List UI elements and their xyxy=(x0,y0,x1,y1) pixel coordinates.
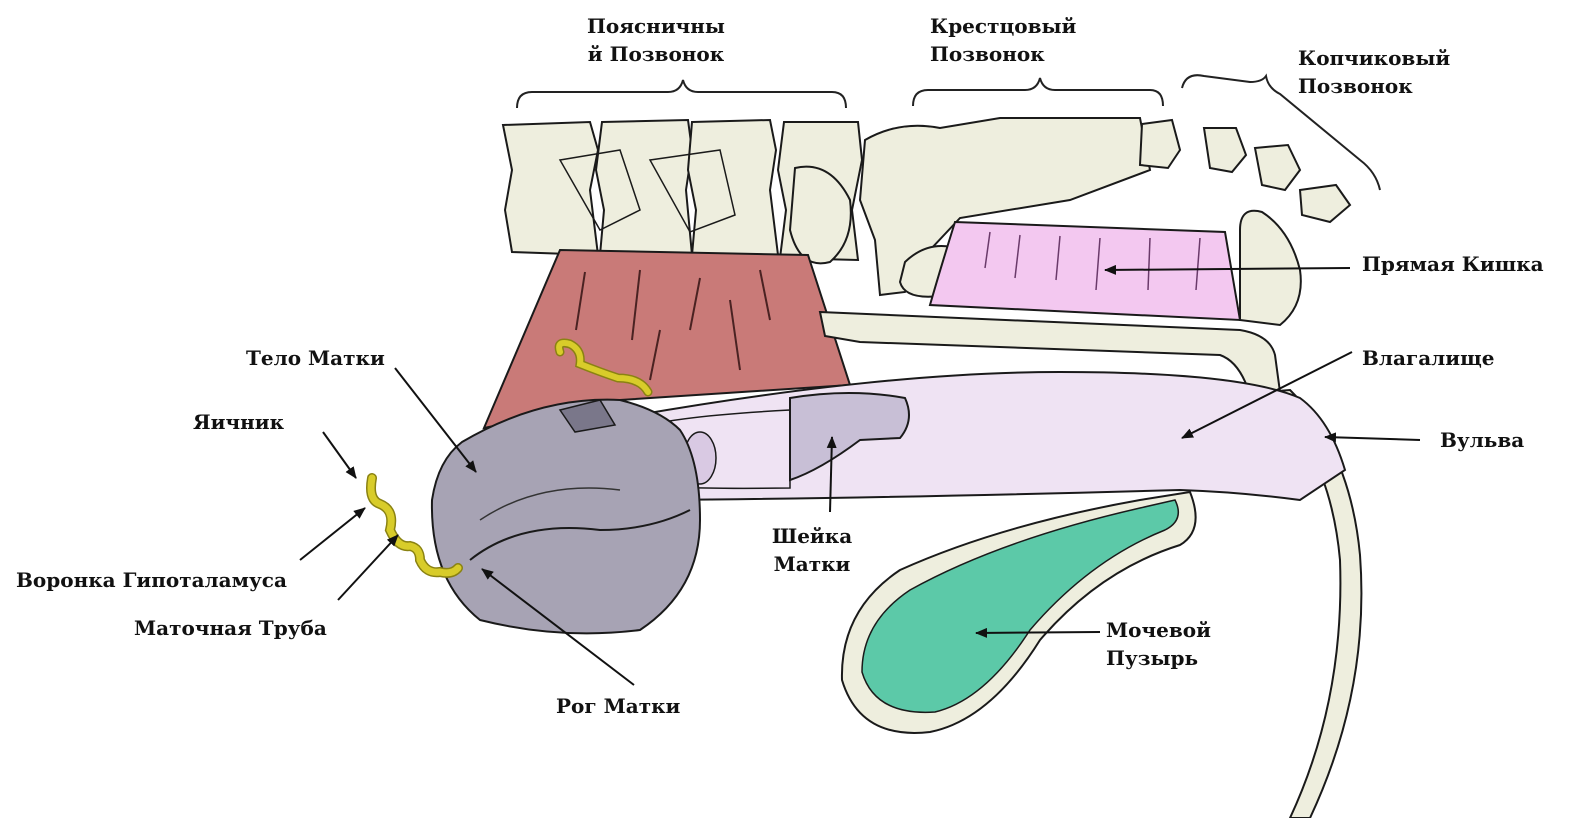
sacral-bracket xyxy=(913,78,1163,106)
vulva-label: Вульва xyxy=(1440,426,1524,454)
bladder-label: Мочевой Пузырь xyxy=(1106,616,1211,672)
lumbar-bracket xyxy=(517,80,846,108)
rectum-label: Прямая Кишка xyxy=(1362,250,1544,278)
coccygeal-vertebrae xyxy=(1140,120,1350,222)
uterine-horn xyxy=(432,400,700,634)
oviduct-label: Маточная Труба xyxy=(134,614,327,642)
bladder-pointer xyxy=(976,632,1100,633)
infundibulum-pointer xyxy=(300,508,365,560)
infundibulum-label: Воронка Гипоталамуса xyxy=(16,566,287,594)
oviduct-pointer xyxy=(338,535,398,600)
rectum xyxy=(930,222,1240,320)
cervix-label: Шейка Матки xyxy=(752,522,872,578)
vagina-label: Влагалище xyxy=(1362,344,1494,372)
sacral-vertebra-label: Крестцовый Позвонок xyxy=(930,12,1076,68)
uterine-horn-label: Рог Матки xyxy=(556,692,680,720)
uterine-body-pointer xyxy=(395,368,476,472)
uterine-body-label: Тело Матки xyxy=(246,344,385,372)
ovary-pointer xyxy=(323,432,356,478)
ovary-label: Яичник xyxy=(193,408,284,436)
lumbar-vertebra-label: Поясничны й Позвонок xyxy=(566,12,746,68)
vulva-pointer xyxy=(1325,437,1420,440)
coccygeal-vertebra-label: Копчиковый Позвонок xyxy=(1298,44,1450,100)
